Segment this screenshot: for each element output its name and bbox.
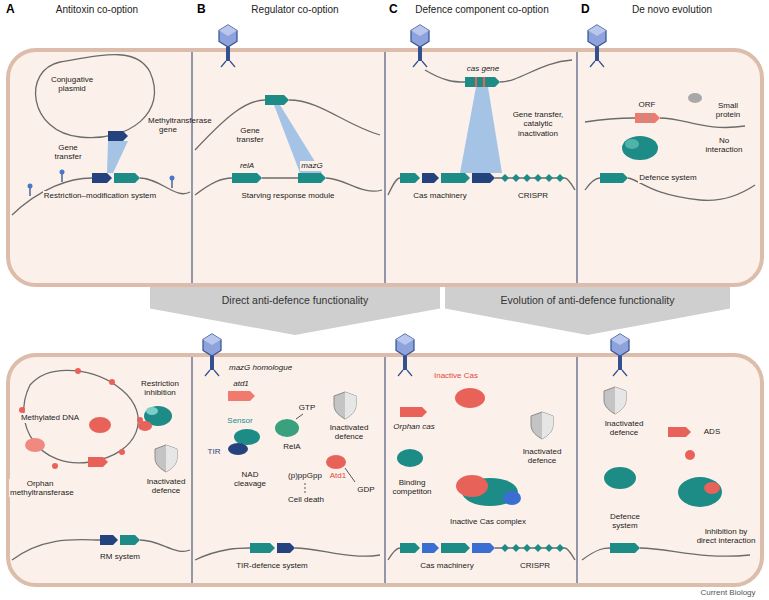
annotation-label: ADS (703, 427, 721, 436)
annotation-label: relA (239, 161, 255, 170)
annotation-label: Inhibition by direct interaction (695, 527, 757, 545)
annotation-label: NAD cleavage (229, 470, 271, 488)
annotation-label: TIR-defence system (235, 561, 309, 570)
annotation-label: Inactive Cas (433, 371, 479, 380)
annotation-label: Gene transfer (229, 126, 271, 144)
panel-letter: C (388, 3, 399, 17)
annotation-label: RM system (99, 552, 141, 561)
panel-b-bottom-art (195, 334, 380, 560)
annotation-label: Orphan methyltransferase (9, 479, 71, 497)
annotation-label: Restriction–modification system (43, 191, 157, 200)
annotation-label: Sensor (226, 416, 253, 425)
annotation-label: Inactivated defence (519, 447, 566, 465)
annotation-label: GTP (298, 403, 316, 412)
panel-letter: A (5, 3, 16, 17)
annotation-label: mazG (300, 161, 323, 170)
annotation-label: ORF (638, 100, 657, 109)
annotation-label: Defence system (602, 512, 649, 530)
annotation-label: mazG homologue (228, 363, 293, 372)
annotation-label: Cas machinery (419, 561, 474, 570)
annotation-label: CRISPR (517, 191, 549, 200)
panel-c-top-art (388, 25, 575, 195)
annotation-label: No interaction (701, 136, 748, 154)
panel-letter: D (580, 3, 591, 17)
annotation-label: Starving response module (241, 191, 336, 200)
annotation-label: GDP (356, 485, 375, 494)
annotation-label: CRISPR (519, 561, 551, 570)
annotation-label: atd1 (232, 379, 250, 388)
annotation-label: Methylated DNA (20, 413, 80, 422)
annotation-label: Cell death (287, 495, 325, 504)
panel-heading: De novo evolution (631, 4, 713, 16)
annotation-label: Inactivated defence (143, 477, 189, 495)
annotation-label: Methyltransferase gene (147, 116, 189, 134)
arrow-band: Evolution of anti-defence functionality (445, 287, 730, 335)
panel-a-bottom-art (12, 368, 190, 560)
panel-heading: Regulator co-option (250, 4, 339, 16)
annotation-label: Inactivated defence (326, 423, 373, 441)
band-text: Evolution of anti-defence functionality (445, 287, 730, 306)
annotation-label: Restriction inhibition (134, 379, 186, 397)
panel-b-top-art (195, 25, 382, 195)
annotation-label: Defence system (638, 173, 697, 182)
annotation-label: Orphan cas (392, 422, 435, 431)
annotation-label: cas gene (466, 64, 500, 73)
annotation-label: Inactive Cas complex (449, 517, 527, 526)
annotation-label: (p)ppGpp (287, 471, 323, 480)
annotation-label: RelA (282, 442, 301, 451)
arrow-band: Direct anti-defence functionality (150, 287, 440, 335)
annotation-label: Conjugative plasmid (44, 75, 101, 93)
cell-top (8, 50, 762, 285)
annotation-label: Small protein (707, 101, 749, 119)
annotation-label: Gene transfer, catalytic inactivation (502, 110, 574, 138)
annotation-label: Gene transfer (47, 143, 89, 161)
panel-d-top-art (585, 25, 755, 200)
annotation-label: Cas machinery (412, 191, 467, 200)
panel-a-top-art (12, 55, 190, 215)
panel-c-bottom-art (388, 334, 575, 560)
cell-bottom (8, 355, 762, 585)
annotation-label: Current Biology (699, 588, 756, 597)
annotation-label: Inactivated defence (601, 419, 648, 437)
annotation-label: Binding competiton (386, 478, 438, 496)
panel-letter: B (196, 3, 207, 17)
panel-heading: Defence component co-option (414, 4, 549, 16)
band-text: Direct anti-defence functionality (150, 287, 440, 306)
annotation-label: TIR (207, 447, 222, 456)
panel-heading: Antitoxin co-option (55, 4, 139, 16)
annotation-label: Atd1 (329, 471, 347, 480)
